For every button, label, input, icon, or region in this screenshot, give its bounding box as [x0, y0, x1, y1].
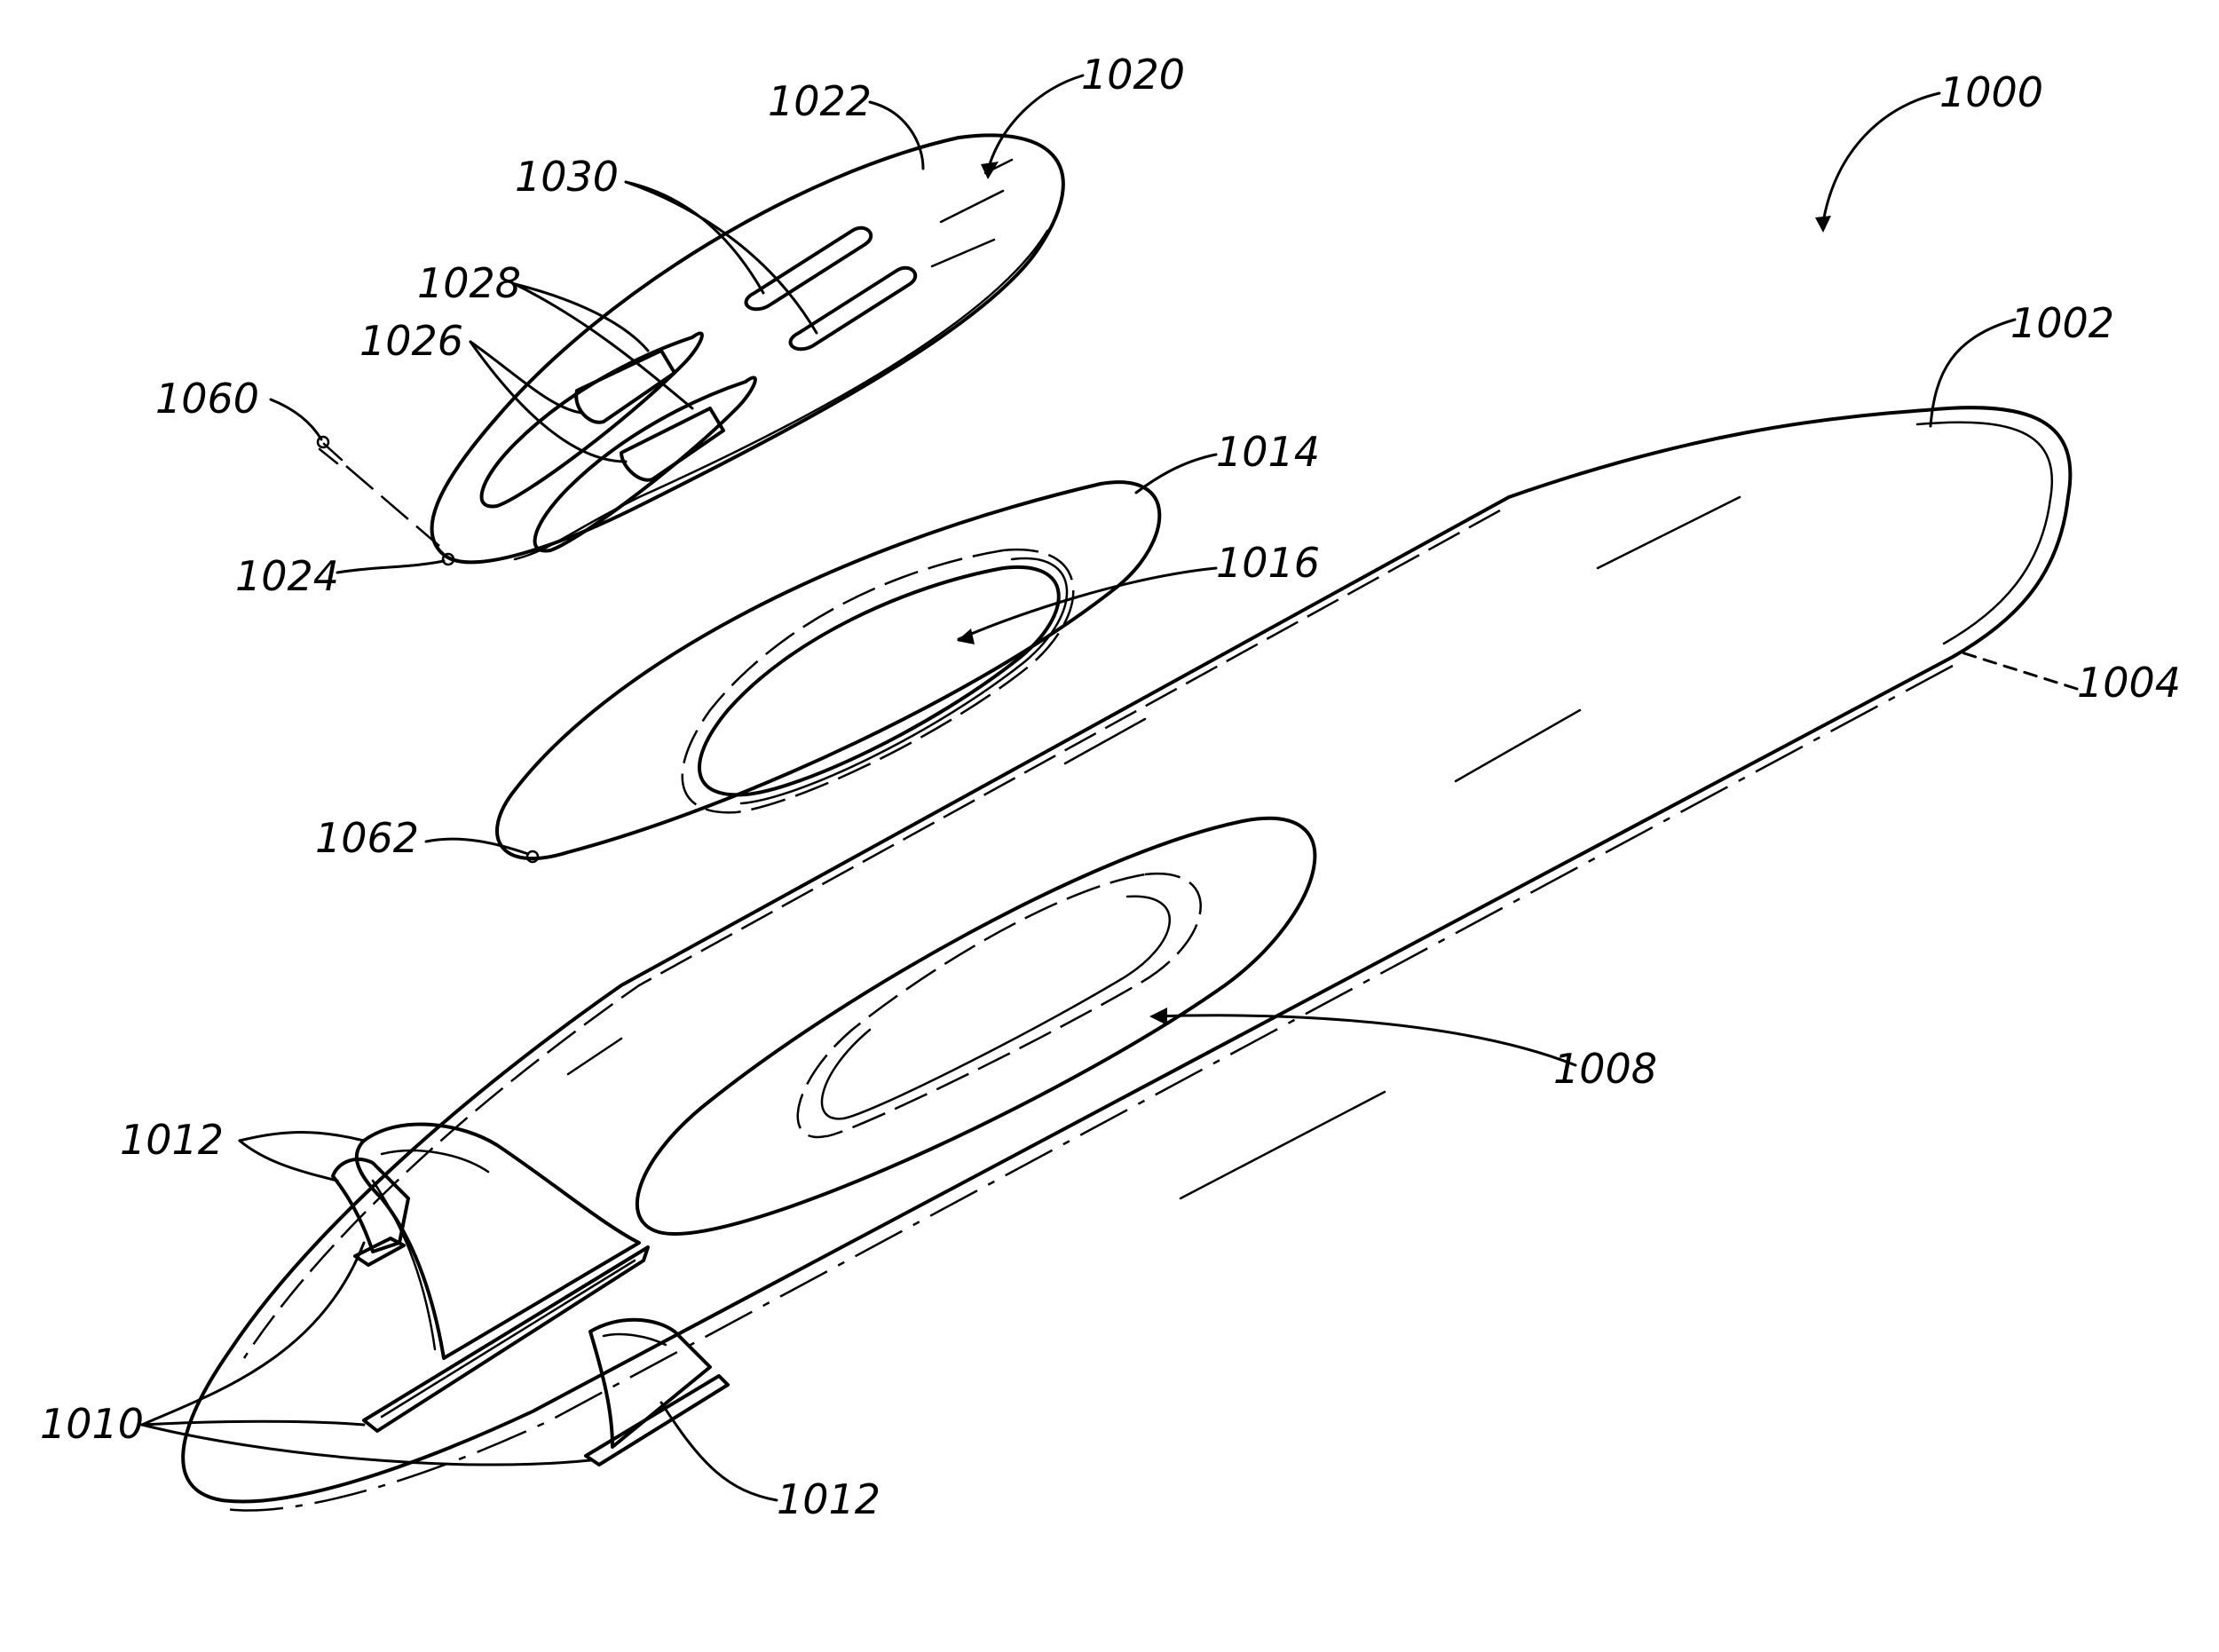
- shade-line: [1598, 497, 1740, 568]
- fin-rear-inner: [604, 1334, 666, 1345]
- label-1030: 1030: [515, 153, 619, 201]
- board-rail-inner: [1917, 423, 2052, 644]
- leader-1060: [271, 399, 321, 439]
- leader-1030-b: [626, 182, 817, 333]
- recess-inner-ring: [822, 897, 1170, 1119]
- label-1002: 1002: [2010, 299, 2114, 347]
- arrowhead-1008: [1149, 1008, 1167, 1025]
- leader-1012a-a: [240, 1133, 364, 1141]
- screw-axis: [346, 466, 439, 546]
- recess-outer: [637, 818, 1315, 1234]
- fin-left: [333, 1159, 408, 1252]
- label-1000: 1000: [1939, 68, 2043, 116]
- label-1024: 1024: [235, 552, 339, 600]
- label-1012-bottom: 1012: [777, 1475, 880, 1523]
- leader-1000: [1824, 93, 1939, 217]
- label-1026: 1026: [359, 317, 463, 365]
- label-1028: 1028: [417, 259, 521, 307]
- shade-line: [1181, 1092, 1385, 1198]
- label-1004: 1004: [2077, 659, 2181, 707]
- shade-line: [568, 1039, 621, 1074]
- leader-1022: [870, 102, 923, 169]
- shade-line: [1456, 710, 1580, 781]
- recess-inner-dashed: [798, 873, 1201, 1137]
- leader-1010-c: [142, 1425, 590, 1465]
- label-1012-top: 1012: [120, 1116, 224, 1164]
- leader-1008: [1154, 1016, 1575, 1065]
- arrowhead-1000: [1815, 216, 1831, 233]
- label-1062: 1062: [315, 814, 419, 862]
- arrowhead-1016: [957, 628, 975, 644]
- top-plate-edge: [515, 231, 1047, 559]
- fin-box-inner: [382, 1261, 635, 1417]
- leader-1014: [1136, 454, 1216, 493]
- leader-1016: [959, 568, 1216, 639]
- board-outline: [183, 407, 2070, 1501]
- leader-1010-b: [142, 1421, 364, 1425]
- fin-box-left: [355, 1238, 404, 1265]
- leader-1012a-b: [240, 1141, 337, 1181]
- label-1020: 1020: [1081, 51, 1185, 99]
- leader-1024: [337, 561, 444, 573]
- leader-1062: [426, 839, 528, 854]
- ring-plate-outer: [497, 482, 1159, 858]
- leader-1020: [990, 75, 1083, 164]
- ring-plate: [497, 482, 1159, 862]
- label-1022: 1022: [768, 77, 872, 125]
- label-1010: 1010: [40, 1400, 144, 1448]
- label-1016: 1016: [1216, 539, 1320, 587]
- ring-plate-inner-dashed: [683, 549, 1073, 812]
- screw-1060: [318, 437, 439, 546]
- label-1014: 1014: [1216, 428, 1320, 476]
- leader-1030-a: [626, 182, 763, 293]
- shade-line: [1065, 719, 1145, 763]
- label-1008: 1008: [1553, 1045, 1657, 1093]
- shade-line: [941, 191, 1003, 222]
- label-1060: 1060: [155, 375, 259, 423]
- ring-plate-inner: [699, 567, 1059, 795]
- leader-1010-a: [142, 1243, 364, 1425]
- arrowhead-1020: [981, 162, 999, 179]
- shade-line: [932, 240, 994, 266]
- leader-1004: [1962, 652, 2077, 689]
- board-recess: [637, 818, 1315, 1234]
- reference-labels: 1000 1002 1004 1008 1010 1012 1012 1014 …: [40, 51, 2181, 1523]
